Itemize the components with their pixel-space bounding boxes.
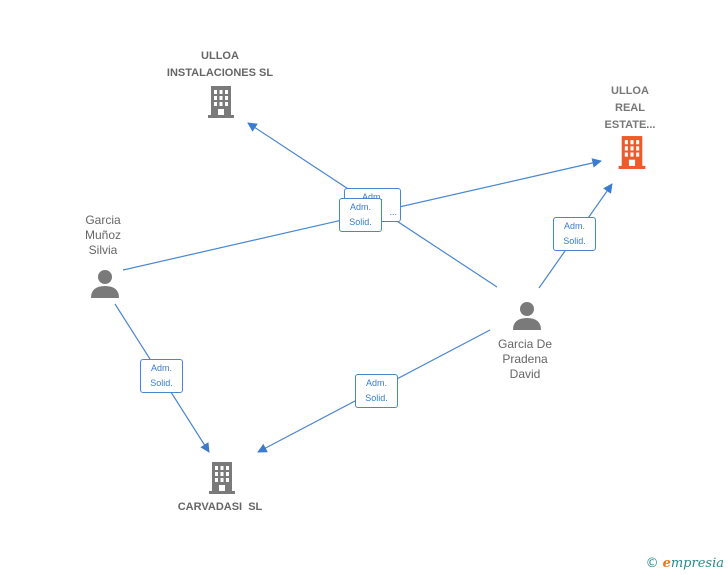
edge-label-munoz-carvadasi[interactable]: Adm. Solid.	[140, 359, 183, 393]
company-label-ulloa-instalaciones[interactable]: ULLOA INSTALACIONES SL	[150, 48, 290, 82]
company-label-carvadasi[interactable]: CARVADASI SL	[150, 499, 290, 516]
edge-label-line: Adm.	[150, 363, 172, 373]
company-name-line: ULLOA	[201, 50, 239, 62]
company-name-line: INSTALACIONES SL	[166, 67, 274, 79]
edge-label-line: Adm.	[361, 192, 383, 202]
person-name-line: Garcia	[85, 213, 121, 227]
person-label-garcia-munoz[interactable]: Garcia Muñoz Silvia	[63, 213, 143, 258]
edge-label-line: Solid.	[563, 236, 586, 246]
empresia-watermark: ©empresia	[646, 556, 724, 571]
person-name-line: Silvia	[88, 243, 118, 257]
edge-label-line: ...	[389, 207, 397, 217]
edge-label-real-estate[interactable]: Adm. Solid.	[553, 217, 596, 251]
company-name-line: REAL	[615, 102, 645, 114]
edge-label-line: Adm.	[365, 378, 387, 388]
company-name-line: ESTATE...	[604, 119, 656, 131]
person-name-line: David	[509, 367, 541, 381]
edge-label-line: Solid.	[150, 378, 173, 388]
building-icon[interactable]	[206, 84, 236, 119]
company-label-ulloa-real-estate[interactable]: ULLOA REAL ESTATE...	[590, 83, 670, 134]
copyright-icon: ©	[645, 556, 659, 571]
person-name-line: Garcia De	[497, 337, 553, 351]
building-icon[interactable]	[207, 460, 237, 495]
edge-label-line: Solid.	[349, 217, 372, 227]
edge-label-pradena-carvadasi[interactable]: Adm. Solid.	[355, 374, 398, 408]
brand-e: e	[662, 556, 671, 571]
edge-label-line: Solid.	[365, 393, 388, 403]
person-name-line: Muñoz	[84, 228, 122, 242]
edge-label-line: Adm.	[563, 221, 585, 231]
person-icon[interactable]	[90, 268, 120, 298]
person-icon[interactable]	[512, 300, 542, 330]
building-icon-highlighted[interactable]	[616, 134, 648, 170]
edge-label-line: Adm.	[349, 202, 371, 212]
person-label-garcia-de-pradena[interactable]: Garcia De Pradena David	[480, 337, 570, 382]
company-name-line: CARVADASI SL	[177, 501, 263, 513]
brand-name: mpresia	[670, 556, 724, 571]
edge-label-front[interactable]: Adm. Solid.	[339, 198, 382, 232]
company-name-line: ULLOA	[611, 85, 649, 97]
person-name-line: Pradena	[502, 352, 548, 366]
